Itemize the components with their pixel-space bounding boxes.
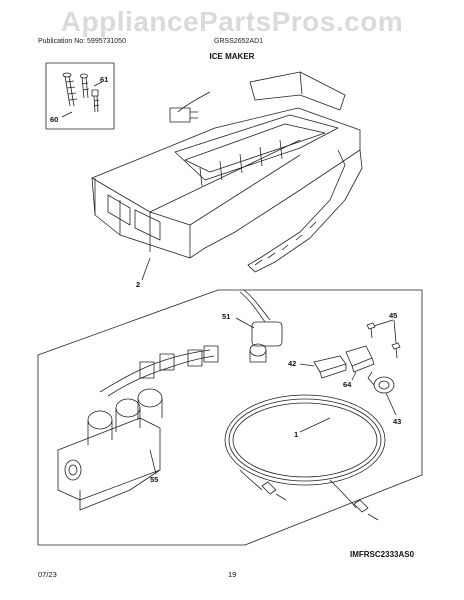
ice-maker-assembly [91,71,363,273]
page-title: ICE MAKER [209,52,255,61]
model-number: GRSS2652AD1 [214,38,264,45]
lower-parts-frame [37,289,423,546]
watermark: AppliancePartsPros.com [60,6,404,37]
water-line-tubing [224,394,386,521]
screw-45a-icon [366,322,376,339]
screw-61a-icon [80,73,90,99]
callout-1: 1 [294,430,298,439]
callout-64: 64 [343,380,352,389]
callout-43: 43 [393,417,401,426]
clamp-64 [345,345,375,373]
hardware-inset-box [45,62,115,130]
diagram-code: IMFRSC2333AS0 [350,550,415,559]
publication-number: Publication No: 5995731050 [38,38,126,45]
callout-61: 61 [100,75,108,84]
water-valve-assembly [57,345,219,511]
callout-55: 55 [150,475,158,484]
callout-51: 51 [222,312,230,321]
page-number: 19 [228,570,237,579]
clamp-43 [367,371,395,394]
screw-60-icon [62,72,78,107]
footer-date: 07/23 [38,570,57,579]
callout-42: 42 [288,359,296,368]
callout-60: 60 [50,115,58,124]
callout-2: 2 [136,280,140,289]
callout-45: 45 [389,311,397,320]
water-fitting-51 [239,289,283,363]
clip-42 [313,355,347,379]
screw-45b-icon [391,342,401,359]
screw-61b-icon [91,89,100,113]
